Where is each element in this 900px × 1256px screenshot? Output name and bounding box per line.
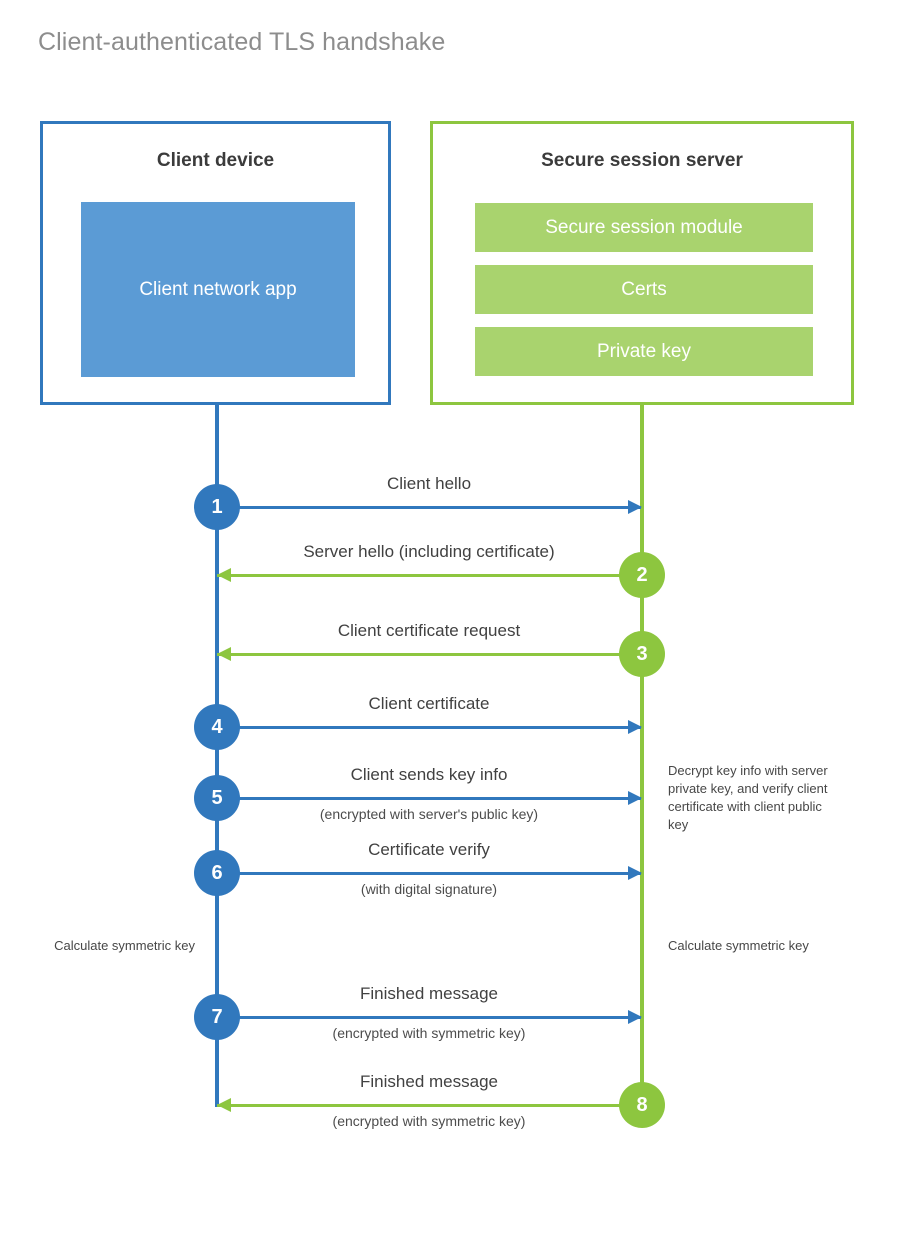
message-sublabel-8: (encrypted with symmetric key) (332, 1113, 526, 1129)
message-label-5: Client sends key info (350, 765, 508, 784)
message-arrow-head-1 (628, 500, 642, 514)
message-arrow-line-5 (217, 797, 641, 800)
server-component-secure-session-module: Secure session module (475, 203, 813, 252)
client-network-app-block: Client network app (81, 202, 355, 377)
message-arrow-head-3 (217, 647, 231, 661)
message-arrow-line-6 (217, 872, 641, 875)
annotation-client-calculate: Calculate symmetric key (54, 938, 195, 953)
server-component-certs: Certs (475, 265, 813, 314)
server-lifeline (640, 405, 644, 1107)
message-sublabel-7: (encrypted with symmetric key) (332, 1025, 526, 1041)
message-arrow-head-2 (217, 568, 231, 582)
client-device-title: Client device (156, 150, 275, 171)
message-label-1: Client hello (386, 474, 472, 493)
step-circle-5: 5 (194, 775, 240, 821)
client-device-box: Client device Client network app (40, 121, 391, 405)
step-circle-3: 3 (619, 631, 665, 677)
message-label-6: Certificate verify (368, 840, 490, 859)
message-label-2: Server hello (including certificate) (303, 542, 555, 561)
step-circle-1: 1 (194, 484, 240, 530)
message-sublabel-5: (encrypted with server's public key) (319, 806, 539, 822)
message-arrow-line-1 (217, 506, 641, 509)
message-arrow-head-6 (628, 866, 642, 880)
step-circle-7: 7 (194, 994, 240, 1040)
annotation-server-calculate: Calculate symmetric key (668, 938, 809, 953)
message-arrow-head-8 (217, 1098, 231, 1112)
client-lifeline (215, 405, 219, 1107)
message-arrow-line-2 (217, 574, 641, 577)
server-component-private-key: Private key (475, 327, 813, 376)
message-arrow-line-7 (217, 1016, 641, 1019)
step-circle-8: 8 (619, 1082, 665, 1128)
message-arrow-head-7 (628, 1010, 642, 1024)
step-circle-6: 6 (194, 850, 240, 896)
message-label-3: Client certificate request (337, 621, 521, 640)
message-label-4: Client certificate (368, 694, 490, 713)
message-arrow-line-3 (217, 653, 641, 656)
message-arrow-line-8 (217, 1104, 641, 1107)
message-arrow-line-4 (217, 726, 641, 729)
annotation-server-decrypt: Decrypt key info with server private key… (668, 763, 828, 832)
message-label-7: Finished message (360, 984, 498, 1003)
message-sublabel-6: (with digital signature) (360, 881, 498, 897)
message-arrow-head-4 (628, 720, 642, 734)
secure-session-server-title: Secure session server (541, 150, 743, 171)
step-circle-2: 2 (619, 552, 665, 598)
secure-session-server-box: Secure session server Secure session mod… (430, 121, 854, 405)
message-arrow-head-5 (628, 791, 642, 805)
page-title: Client-authenticated TLS handshake (38, 28, 446, 56)
message-label-8: Finished message (360, 1072, 498, 1091)
step-circle-4: 4 (194, 704, 240, 750)
